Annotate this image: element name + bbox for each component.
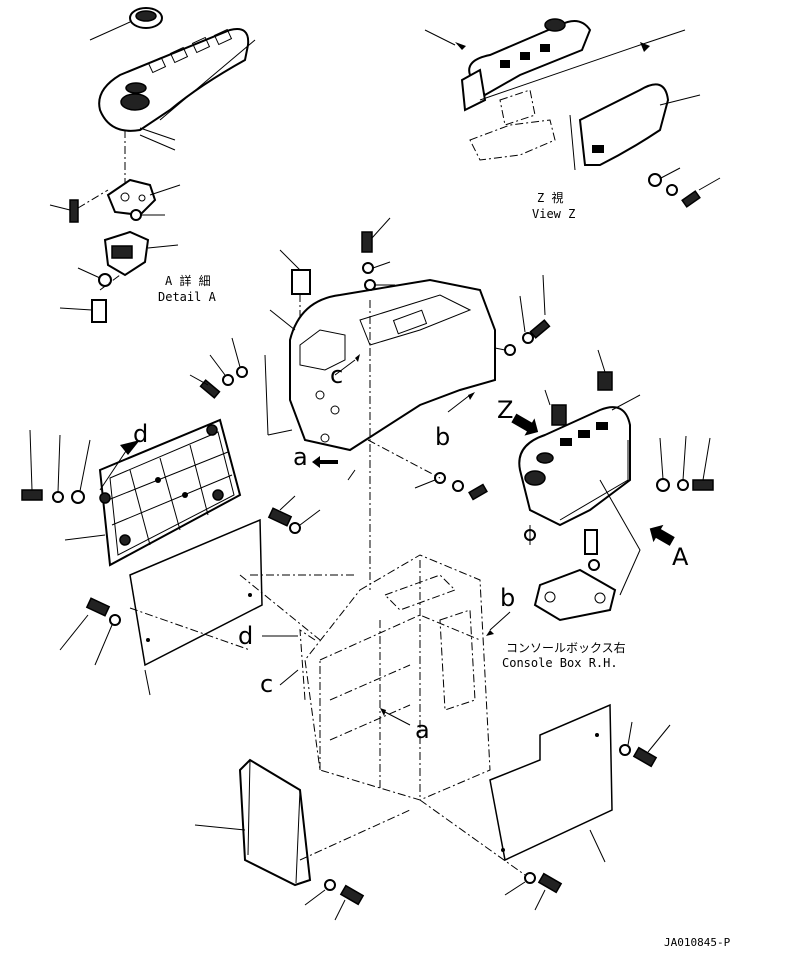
view-z-jp-label: Z 視	[537, 190, 563, 205]
bent-plate	[194, 758, 411, 921]
ref-a-top: a	[293, 443, 308, 471]
console-label-jp: コンソールボックス右	[506, 640, 626, 655]
right-side-plate	[419, 703, 671, 911]
console-frame: b d c a コンソールボックス右 Console Box R.H.	[238, 554, 626, 801]
ref-d-bottom: d	[238, 622, 253, 650]
ref-b-bottom: b	[500, 584, 515, 612]
ref-b-top: b	[435, 423, 450, 451]
console-box-left: c b a	[189, 217, 551, 590]
detail-a-jp-label: A 詳 細	[165, 273, 211, 288]
view-z-en-label: View Z	[532, 207, 575, 221]
ref-a-bottom: a	[415, 716, 430, 744]
left-panel-assembly: d	[21, 418, 321, 696]
view-z-assembly: Z 視 View Z	[424, 18, 721, 221]
ref-c-top: c	[330, 361, 343, 389]
view-marker-z: Z	[497, 396, 513, 424]
console-box-right: Z A	[497, 349, 714, 622]
console-label-en: Console Box R.H.	[502, 656, 618, 670]
view-marker-a: A	[672, 543, 689, 571]
grip-knob-assembly: A 詳 細 Detail A	[49, 7, 256, 323]
detail-a-en-label: Detail A	[158, 290, 217, 304]
drawing-code: JA010845-P	[664, 936, 731, 949]
ref-c-bottom: c	[260, 670, 273, 698]
